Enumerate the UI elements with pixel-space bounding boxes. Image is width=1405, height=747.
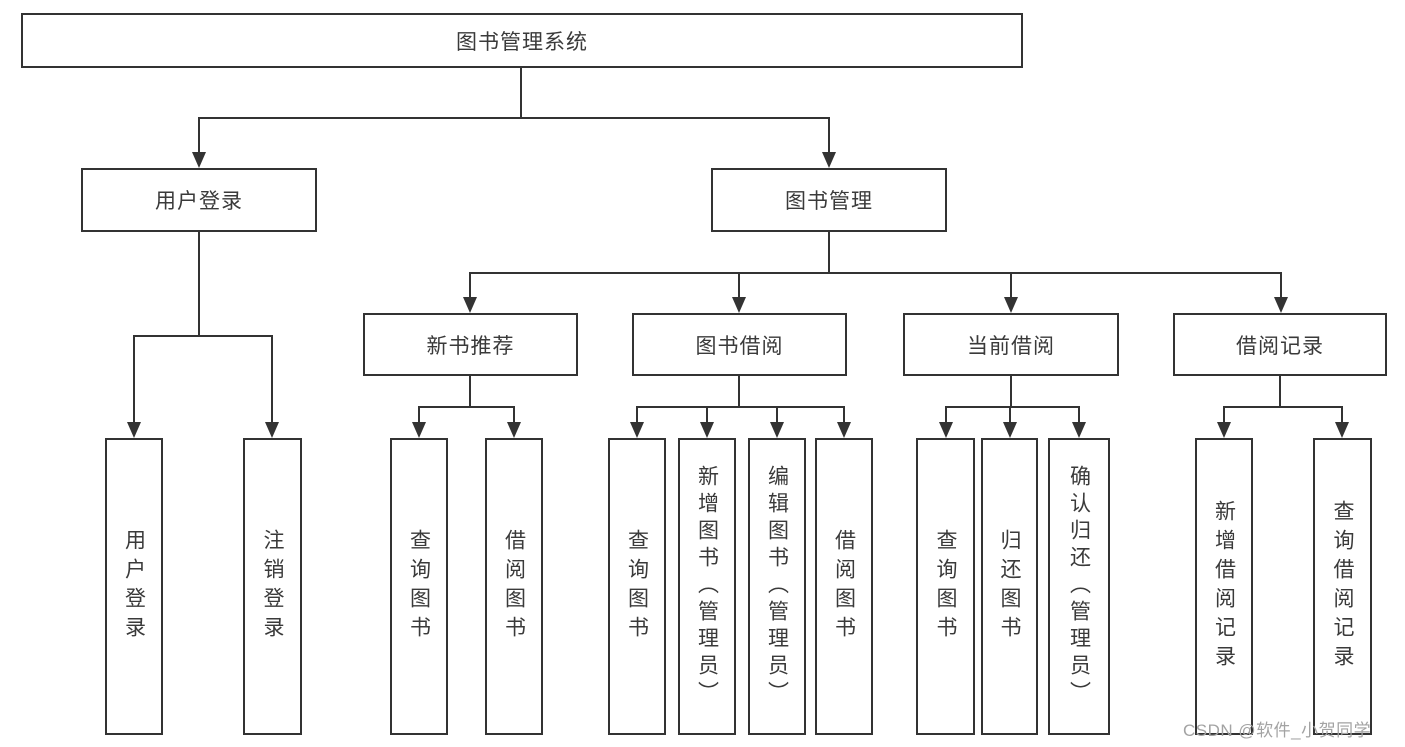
- arrow-down-icon: [1004, 297, 1018, 313]
- connector-user-login-splitter: [133, 335, 273, 337]
- leaf-records-query-record: 查询借阅记录: [1313, 438, 1372, 735]
- connector-drop-book-management: [828, 117, 830, 153]
- node-user-login: 用户登录: [81, 168, 317, 232]
- connector-drop: [1009, 406, 1011, 423]
- connector-borrowing-splitter: [636, 406, 845, 408]
- connector-borrowing-stem: [738, 376, 740, 408]
- connector-new-books-stem: [469, 376, 471, 408]
- connector-drop: [513, 406, 515, 423]
- connector-drop-records: [1280, 272, 1282, 298]
- node-current-borrowing: 当前借阅: [903, 313, 1119, 376]
- leaf-borrowing-borrow-books: 借阅图书: [815, 438, 873, 735]
- arrow-down-icon: [837, 422, 851, 438]
- connector-user-login-stem: [198, 232, 200, 337]
- connector-root-stem: [520, 68, 522, 119]
- leaf-records-query-record-label: 查询借阅记录: [1331, 499, 1355, 674]
- arrow-down-icon: [1072, 422, 1086, 438]
- node-book-management-label: 图书管理: [785, 190, 873, 213]
- connector-drop-login: [133, 335, 135, 423]
- leaf-current-confirm-return-admin: 确认归还（管理员）: [1048, 438, 1110, 735]
- leaf-user-login: 用户登录: [105, 438, 163, 735]
- node-user-login-label: 用户登录: [155, 190, 243, 213]
- node-current-borrowing-label: 当前借阅: [967, 334, 1055, 358]
- leaf-newbooks-query-books-label: 查询图书: [407, 528, 431, 645]
- node-book-management: 图书管理: [711, 168, 947, 232]
- arrow-down-icon: [1217, 422, 1231, 438]
- arrow-down-icon: [265, 422, 279, 438]
- leaf-newbooks-query-books: 查询图书: [390, 438, 448, 735]
- leaf-current-return-books: 归还图书: [981, 438, 1038, 735]
- watermark: CSDN @软件_小贺同学: [1183, 721, 1372, 740]
- arrow-down-icon: [1335, 422, 1349, 438]
- arrow-down-icon: [1003, 422, 1017, 438]
- node-new-book-recommend: 新书推荐: [363, 313, 578, 376]
- arrow-down-icon: [630, 422, 644, 438]
- arrow-down-icon: [507, 422, 521, 438]
- connector-drop-borrowing: [738, 272, 740, 298]
- arrow-down-icon: [939, 422, 953, 438]
- connector-drop: [706, 406, 708, 423]
- arrow-down-icon: [192, 152, 206, 168]
- leaf-current-query-books: 查询图书: [916, 438, 975, 735]
- leaf-current-return-books-label: 归还图书: [998, 528, 1022, 645]
- connector-drop: [1223, 406, 1225, 423]
- leaf-newbooks-borrow-books: 借阅图书: [485, 438, 543, 735]
- node-borrowing-records-label: 借阅记录: [1236, 334, 1324, 358]
- connector-current-splitter: [945, 406, 1080, 408]
- connector-drop: [418, 406, 420, 423]
- arrow-down-icon: [700, 422, 714, 438]
- connector-new-books-splitter: [418, 406, 515, 408]
- connector-book-management-splitter: [469, 272, 1282, 274]
- leaf-borrowing-query-books-label: 查询图书: [625, 528, 649, 645]
- arrow-down-icon: [127, 422, 141, 438]
- arrow-down-icon: [822, 152, 836, 168]
- leaf-borrowing-add-books-admin-label: 新增图书（管理员）: [695, 465, 719, 708]
- leaf-user-login-label: 用户登录: [122, 528, 146, 645]
- connector-root-splitter: [198, 117, 830, 119]
- arrow-down-icon: [412, 422, 426, 438]
- leaf-borrowing-edit-books-admin: 编辑图书（管理员）: [748, 438, 806, 735]
- leaf-borrowing-add-books-admin: 新增图书（管理员）: [678, 438, 736, 735]
- connector-records-stem: [1279, 376, 1281, 408]
- arrow-down-icon: [463, 297, 477, 313]
- connector-drop-new-books: [469, 272, 471, 298]
- connector-current-stem: [1010, 376, 1012, 408]
- connector-drop: [843, 406, 845, 423]
- connector-drop-current: [1010, 272, 1012, 298]
- node-root-label: 图书管理系统: [456, 30, 588, 54]
- connector-drop: [1078, 406, 1080, 423]
- connector-records-splitter: [1223, 406, 1343, 408]
- leaf-borrowing-query-books: 查询图书: [608, 438, 666, 735]
- connector-book-management-stem: [828, 232, 830, 274]
- arrow-down-icon: [770, 422, 784, 438]
- leaf-logout-label: 注销登录: [261, 528, 285, 645]
- leaf-borrowing-edit-books-admin-label: 编辑图书（管理员）: [765, 465, 789, 708]
- arrow-down-icon: [1274, 297, 1288, 313]
- arrow-down-icon: [732, 297, 746, 313]
- connector-drop-user-login: [198, 117, 200, 153]
- leaf-records-add-record: 新增借阅记录: [1195, 438, 1253, 735]
- node-book-borrowing-label: 图书借阅: [695, 334, 784, 358]
- node-borrowing-records: 借阅记录: [1173, 313, 1387, 376]
- node-new-book-recommend-label: 新书推荐: [426, 334, 515, 358]
- node-book-borrowing: 图书借阅: [632, 313, 847, 376]
- leaf-current-confirm-return-admin-label: 确认归还（管理员）: [1067, 465, 1091, 708]
- node-root: 图书管理系统: [21, 13, 1023, 68]
- leaf-newbooks-borrow-books-label: 借阅图书: [502, 528, 526, 645]
- connector-drop: [1341, 406, 1343, 423]
- connector-drop: [776, 406, 778, 423]
- leaf-logout: 注销登录: [243, 438, 302, 735]
- leaf-borrowing-borrow-books-label: 借阅图书: [832, 528, 856, 645]
- leaf-records-add-record-label: 新增借阅记录: [1212, 499, 1236, 674]
- connector-drop-logout: [271, 335, 273, 423]
- leaf-current-query-books-label: 查询图书: [934, 528, 958, 645]
- connector-drop: [945, 406, 947, 423]
- connector-drop: [636, 406, 638, 423]
